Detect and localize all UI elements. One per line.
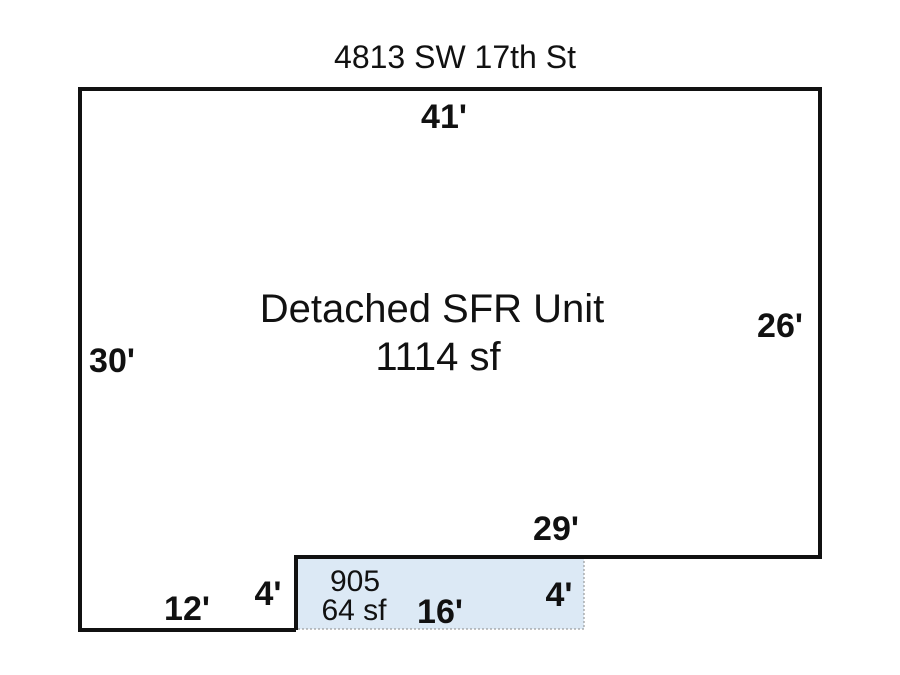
building-outline [78, 87, 822, 632]
dimension-sub-bottom: 16' [417, 593, 463, 631]
sub-area-size: 64 sf [321, 594, 387, 627]
dimension-inner-top: 29' [533, 510, 579, 548]
dimension-bottom-left: 12' [164, 590, 210, 628]
main-area-name: Detached SFR Unit [260, 287, 605, 331]
dimension-right: 26' [757, 307, 803, 345]
dimension-step-left: 4' [255, 575, 282, 613]
sub-area-code: 905 [330, 565, 380, 598]
dimension-top: 41' [421, 98, 467, 136]
dimension-left: 30' [89, 342, 135, 380]
address-label: 4813 SW 17th St [334, 39, 576, 75]
main-area-size: 1114 sf [375, 335, 501, 379]
dimension-sub-right: 4' [546, 576, 573, 614]
sub-area-905-shape [295, 556, 585, 630]
